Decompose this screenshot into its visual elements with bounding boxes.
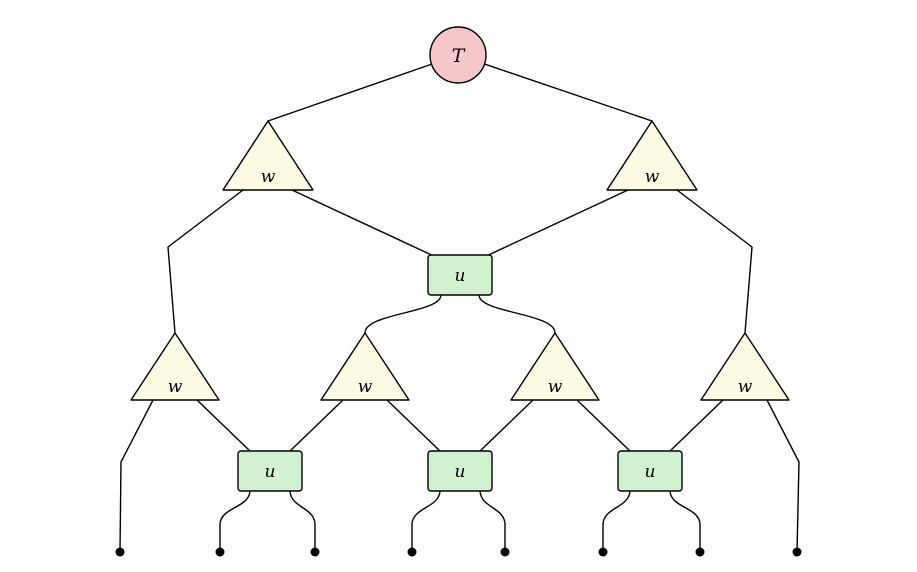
disentangler-u-node: u: [427, 254, 493, 296]
isometry-w-node: w: [222, 120, 314, 191]
disentangler-label: u: [265, 462, 276, 482]
wire: [119, 399, 154, 553]
isometry-triangle: [130, 332, 220, 401]
isometry-w-node: w: [510, 332, 600, 401]
wire: [267, 54, 459, 122]
wire: [478, 399, 534, 453]
isometry-triangle: [700, 332, 790, 401]
isometry-label: w: [168, 377, 183, 397]
isometry-triangle: [320, 332, 410, 401]
isometry-label: w: [738, 377, 753, 397]
wire: [289, 490, 316, 553]
site-dot: [792, 547, 802, 557]
disentangler-label: u: [455, 266, 466, 286]
disentangler-label: u: [455, 462, 466, 482]
wire: [481, 189, 629, 259]
disentangler-u-node: u: [617, 450, 683, 492]
wire: [196, 399, 252, 453]
wire: [386, 399, 442, 453]
wires-layer: [119, 54, 800, 553]
site-dot: [500, 547, 510, 557]
site-dot: [598, 547, 608, 557]
site-dot: [310, 547, 320, 557]
isometry-w-node: w: [700, 332, 790, 401]
wire: [576, 399, 632, 453]
disentangler-u-node: u: [237, 450, 303, 492]
disentangler-label: u: [645, 462, 656, 482]
wire: [676, 189, 753, 334]
wire: [167, 189, 244, 334]
isometry-w-node: w: [320, 332, 410, 401]
wire: [478, 294, 556, 334]
isometry-label: w: [261, 167, 276, 187]
disentangler-rect: [237, 450, 303, 492]
wire: [766, 399, 800, 553]
wire: [288, 399, 344, 453]
site-dot: [215, 547, 225, 557]
isometry-triangle: [606, 120, 698, 191]
wire: [668, 399, 724, 453]
top-tensor-label: T: [452, 45, 466, 67]
disentangler-u-node: u: [427, 450, 493, 492]
isometry-w-node: w: [130, 332, 220, 401]
isometry-label: w: [358, 377, 373, 397]
site-dot: [115, 547, 125, 557]
wire: [411, 490, 441, 553]
wire: [364, 294, 442, 334]
top-tensor-node: T: [429, 26, 487, 84]
wire: [669, 490, 701, 553]
wire: [219, 490, 251, 553]
isometry-triangle: [222, 120, 314, 191]
disentangler-rect: [617, 450, 683, 492]
site-dot: [407, 547, 417, 557]
wire: [291, 189, 439, 259]
isometry-label: w: [645, 167, 660, 187]
isometry-triangle: [510, 332, 600, 401]
disentangler-rect: [427, 450, 493, 492]
site-dot: [695, 547, 705, 557]
wire: [457, 54, 653, 122]
isometry-label: w: [548, 377, 563, 397]
disentangler-rect: [427, 254, 493, 296]
wire: [602, 490, 631, 553]
wire: [479, 490, 506, 553]
isometry-w-node: w: [606, 120, 698, 191]
top-tensor-circle: [429, 26, 487, 84]
